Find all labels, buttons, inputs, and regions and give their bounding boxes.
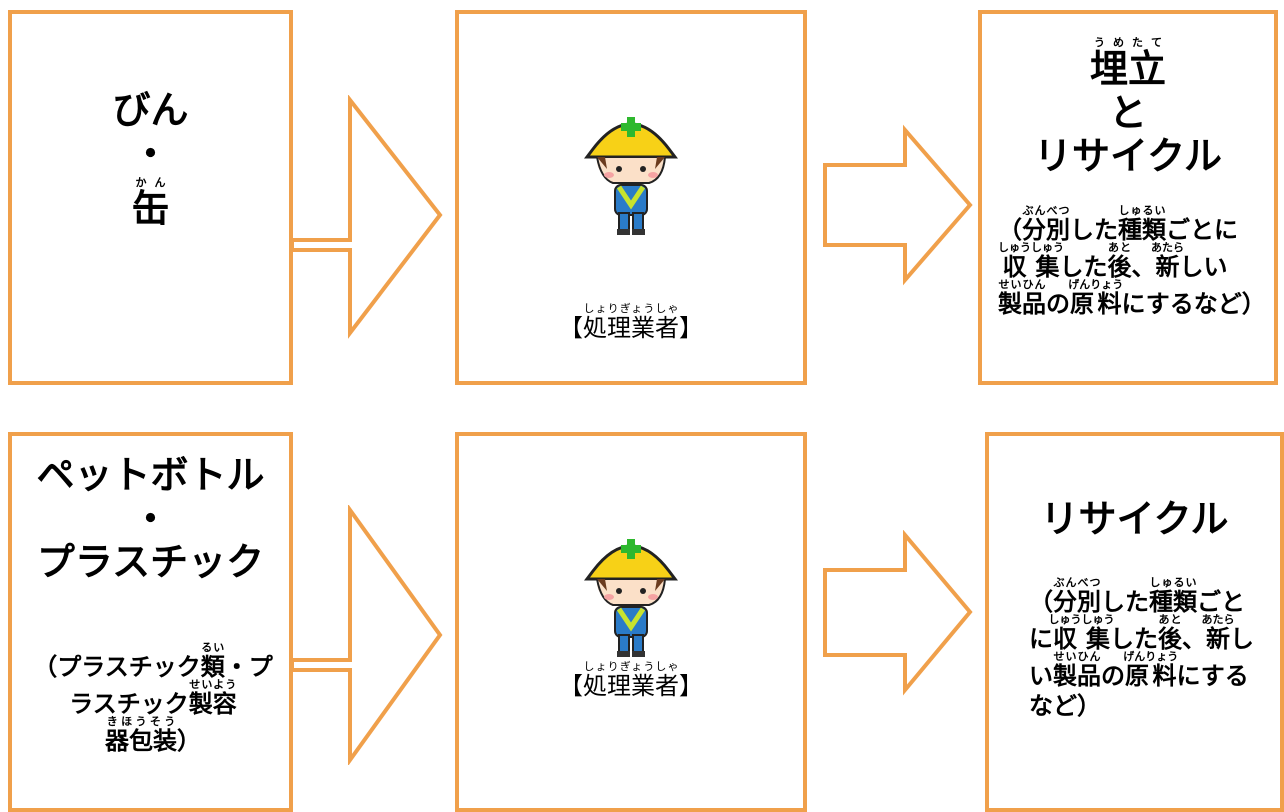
text-run: した — [1070, 216, 1118, 244]
ruby-word: 種類しゅるい — [1118, 204, 1166, 244]
text-run: の — [1101, 662, 1125, 690]
result-description: （分別ぶんべつした種類しゅるいごとに収集しゅうしゅうした後あと、新あたらしい製品… — [998, 204, 1268, 319]
text-run: 、 — [1131, 253, 1156, 281]
separator-dot: ・ — [131, 496, 170, 541]
ruby-word: 後あと — [1107, 241, 1132, 281]
arrow-right-1b — [823, 124, 973, 286]
source-title-pet-bottles: ペットボトル — [36, 453, 265, 497]
processor-box-2: 【処理業者しょりぎょうしゃ】 — [455, 432, 807, 812]
processor-box-1: 【処理業者しょりぎょうしゃ】 — [455, 10, 807, 385]
text-run: 、 — [1182, 625, 1206, 653]
text-run: ごと — [1166, 216, 1214, 244]
ruby-word: 新あたら — [1201, 613, 1235, 653]
ruby-word: 原料げんりょう — [1123, 650, 1179, 690]
text-run: など） — [1193, 290, 1266, 318]
arrow-right-2a — [290, 505, 443, 765]
processor-label: 【処理業者しょりぎょうしゃ】 — [559, 660, 703, 700]
ruby-word: 収集しゅうしゅう — [1048, 613, 1115, 653]
source-box-bottles-cans: びん ・ 缶かん — [8, 10, 293, 385]
text-run: （ — [998, 216, 1022, 244]
text-run: した — [1101, 588, 1149, 616]
result-title-and: と — [1108, 90, 1147, 135]
arrow-right-1a — [290, 95, 443, 339]
text-run: しい — [1029, 625, 1254, 690]
result-title-landfill: 埋立うめたて — [1089, 36, 1166, 91]
result-description: （分別ぶんべつした種類しゅるいごとに収集しゅうしゅうした後あと、新あたらしい製品… — [1029, 576, 1254, 721]
result-box-landfill-recycle: 埋立うめたて と リサイクル （分別ぶんべつした種類しゅるいごとに収集しゅうしゅ… — [978, 10, 1278, 385]
result-box-recycle: リサイクル （分別ぶんべつした種類しゅるいごとに収集しゅうしゅうした後あと、新あ… — [985, 432, 1284, 812]
ruby-word: 種類しゅるい — [1149, 576, 1197, 616]
text-run: ごと — [1197, 588, 1245, 616]
text-run: い — [1203, 253, 1228, 281]
ruby-word: 器包装きほうそう — [105, 715, 177, 755]
text-run: にす — [1176, 662, 1225, 690]
text-run: るなど） — [1029, 662, 1249, 720]
ruby-word: 分別ぶんべつ — [1022, 204, 1070, 244]
ruby-word: 後あと — [1158, 613, 1182, 653]
result-title-recycle: リサイクル — [1033, 134, 1223, 179]
text-run: に — [1029, 625, 1053, 653]
text-run: した — [1059, 253, 1108, 281]
source-subtitle-plastic: （プラスチック類るい・プラスチック製容せいよう器包装きほうそう） — [22, 641, 284, 756]
text-run: した — [1110, 625, 1158, 653]
ruby-word: 新あたら — [1151, 241, 1184, 281]
worker-icon — [584, 539, 678, 657]
text-run: の — [1046, 290, 1070, 318]
ruby-word: 収集しゅうしゅう — [998, 241, 1064, 281]
arrow-right-2b — [823, 530, 973, 696]
source-title-plastic: プラスチック — [36, 540, 265, 585]
ruby-word: 製品せいひん — [1053, 650, 1101, 690]
processor-label: 【処理業者しょりぎょうしゃ】 — [559, 302, 703, 342]
source-title-bottles: びん — [112, 88, 189, 132]
text-run: プラスチック — [69, 653, 273, 718]
text-run: ・ — [224, 653, 249, 681]
source-box-pet-plastic: ペットボトル ・ プラスチック （プラスチック類るい・プラスチック製容せいよう器… — [8, 432, 293, 812]
text-run: （プラスチック — [33, 653, 201, 681]
worker-icon — [584, 117, 678, 235]
ruby-word: 製品せいひん — [998, 278, 1046, 318]
separator-dot: ・ — [131, 131, 170, 176]
text-run: にする — [1121, 290, 1194, 318]
text-run: ） — [177, 727, 201, 755]
ruby-word: 分別ぶんべつ — [1053, 576, 1101, 616]
text-run: に — [1214, 216, 1238, 244]
result-title-recycle: リサイクル — [1040, 497, 1229, 541]
text-run: し — [1179, 253, 1204, 281]
text-run: （ — [1029, 588, 1053, 616]
ruby-word: 製容せいよう — [188, 678, 237, 718]
ruby-word: 原料げんりょう — [1068, 278, 1124, 318]
ruby-word: 類るい — [200, 641, 225, 681]
source-title-cans: 缶かん — [131, 176, 170, 232]
